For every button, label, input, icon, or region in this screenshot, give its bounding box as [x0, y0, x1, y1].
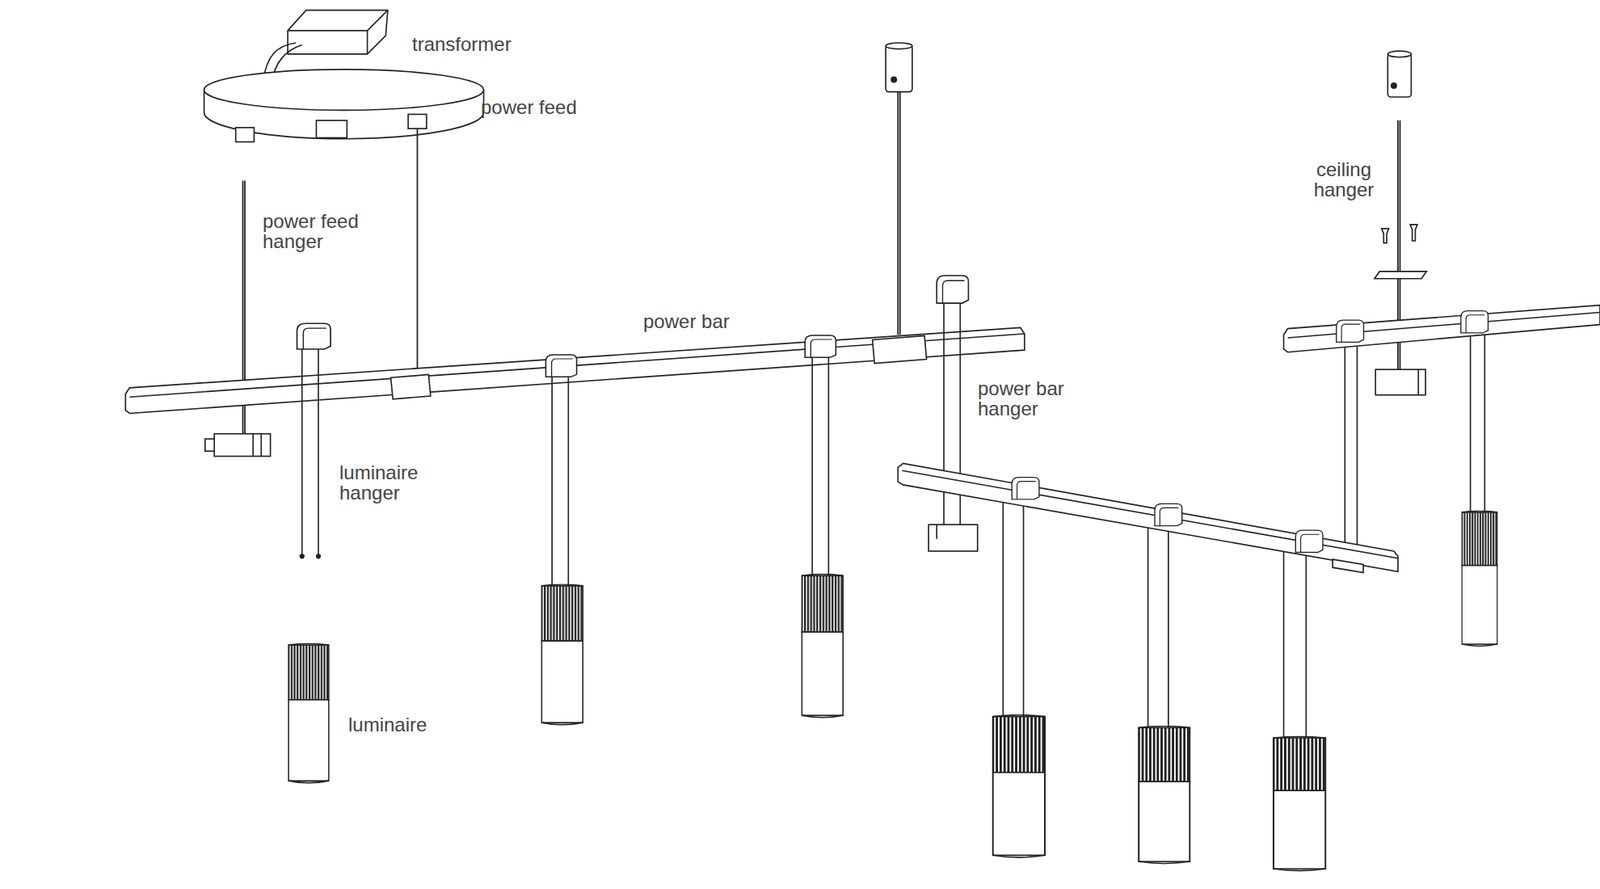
- power-bar-part: [125, 327, 1024, 413]
- power-feed-hanger-fitting-part: [252, 433, 254, 457]
- power-bar-right-part: [1284, 305, 1600, 353]
- lighting-illustration-part: [545, 354, 577, 377]
- pendant-rods-part: [1002, 495, 1004, 717]
- part-label: luminaire hanger: [339, 462, 447, 503]
- ceiling-hangers-part: [885, 42, 913, 50]
- power-feed-hanger-fitting: [205, 433, 271, 457]
- lighting-illustration-part: [1336, 320, 1365, 342]
- ceiling-hangers-part: [1374, 271, 1427, 279]
- part-label: luminaire: [348, 714, 427, 735]
- ceiling-hangers-part: [1375, 369, 1426, 396]
- luminaire-hanger-part: [316, 554, 321, 559]
- pendant-rods-part: [1483, 334, 1486, 513]
- luminaire-hanger-part: [300, 554, 305, 559]
- pendant-rods-part: [1356, 345, 1359, 556]
- part-label: ceiling hanger: [1303, 159, 1385, 200]
- ceiling-hangers-part: [1410, 224, 1418, 241]
- part-label: transformer: [412, 33, 512, 55]
- transformer-box-part: [366, 30, 369, 55]
- pendant-rods-part: [551, 372, 553, 587]
- hanger-rods-part: [899, 92, 902, 336]
- transformer-box-part: [287, 10, 388, 31]
- lighting-illustration-part: [936, 275, 969, 304]
- hanger-rods-part: [416, 128, 419, 374]
- power-feed-hanger-fitting-part: [260, 433, 262, 457]
- luminaires-part: [288, 643, 329, 783]
- power-feed-canopy: [204, 69, 485, 143]
- ceiling-hangers-part: [1381, 228, 1390, 244]
- pendant-rods-part: [1283, 546, 1285, 740]
- transformer-box-part: [287, 10, 388, 55]
- part-label: power feed: [480, 96, 577, 118]
- pendant-rods-part: [1305, 546, 1308, 740]
- part-label: power feed hanger: [262, 210, 380, 252]
- power-bar-lower: [897, 463, 1398, 573]
- hanger-rods: [243, 92, 1401, 438]
- power-bar-hanger-fitting-part: [928, 524, 978, 552]
- ceiling-hangers-part: [1391, 83, 1397, 89]
- ceiling-hangers-part: [1417, 369, 1419, 396]
- ceiling-hangers-part: [885, 45, 913, 93]
- luminaires-part: [1461, 510, 1498, 646]
- lighting-illustration-part: [1011, 477, 1040, 500]
- power-bar-lower-part: [1332, 559, 1364, 573]
- luminaire-hanger: [300, 342, 321, 558]
- power-bar-lower-part: [897, 463, 1398, 572]
- lighting-illustration-part: [1154, 503, 1183, 526]
- power-feed-canopy-part: [315, 120, 347, 138]
- power-bar-lower-part: [901, 470, 1398, 559]
- luminaire-hanger-part: [301, 342, 304, 556]
- power-feed-hanger-fitting-part: [205, 438, 215, 451]
- pendant-rods-part: [1023, 495, 1025, 717]
- pendant-rods-part: [568, 372, 570, 587]
- part-label: power bar: [643, 311, 730, 332]
- ceiling-hangers-part: [891, 76, 897, 82]
- power-feed-canopy-part: [204, 69, 485, 111]
- power-bar-hanger-fitting: [928, 524, 978, 552]
- luminaires-part: [801, 573, 843, 717]
- ceiling-hangers-part: [1387, 50, 1411, 58]
- lighting-illustration-part: [1461, 311, 1489, 333]
- power-bar-hanger-fitting-part: [935, 524, 938, 539]
- power-bar-part: [129, 333, 1024, 397]
- part-label: power bar hanger: [977, 378, 1089, 419]
- luminaire-hanger-part: [317, 342, 320, 556]
- power-bar-right-part: [1288, 311, 1600, 338]
- pendant-rods-part: [828, 354, 830, 577]
- luminaires-part: [1273, 736, 1326, 871]
- pendant-rods-part: [1167, 520, 1170, 729]
- lighting-illustration-part: [804, 335, 836, 358]
- pendant-rods-part: [1469, 334, 1472, 513]
- power-bar-right: [1284, 305, 1600, 353]
- pendant-rods: [551, 298, 1485, 740]
- power-feed-hanger-fitting-part: [214, 433, 270, 457]
- luminaires: [288, 510, 1498, 871]
- pendant-rods-part: [811, 354, 813, 577]
- power-feed-canopy-part: [408, 113, 427, 129]
- luminaires-part: [541, 584, 583, 725]
- power-bar-part: [872, 335, 927, 363]
- lighting-illustration-part: [297, 323, 332, 350]
- pendant-rods-part: [1343, 345, 1346, 556]
- pendant-rods-part: [1147, 520, 1150, 729]
- ceiling-hangers-part: [1387, 53, 1411, 97]
- power-bar-part: [391, 374, 431, 399]
- hanger-rods-part: [896, 92, 899, 336]
- luminaires-part: [1138, 726, 1190, 864]
- lighting-illustration-part: [1295, 530, 1323, 552]
- power-bar: [125, 327, 1024, 413]
- power-feed-canopy-part: [235, 127, 255, 143]
- luminaires-part: [993, 715, 1045, 858]
